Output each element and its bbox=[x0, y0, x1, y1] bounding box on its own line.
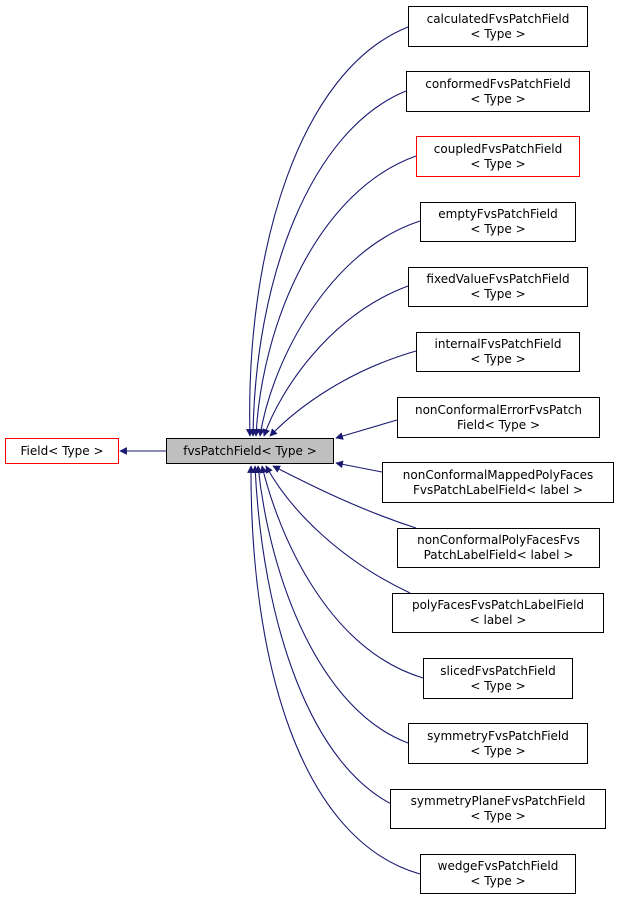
derived-nonconformalpolyfacesfvspatchlabelfield[interactable]: nonConformalPolyFacesFvs PatchLabelField… bbox=[397, 528, 600, 568]
derived-emptyfvspatchfield[interactable]: emptyFvsPatchField < Type > bbox=[420, 202, 576, 242]
node-label-line2: < Type > bbox=[470, 678, 526, 693]
node-label-line1: nonConformalMappedPolyFaces bbox=[402, 467, 594, 482]
derived-coupledfvspatchfield[interactable]: coupledFvsPatchField < Type > bbox=[416, 136, 580, 177]
node-label-line2: < Type > bbox=[470, 352, 526, 366]
node-label-line1: polyFacesFvsPatchLabelField bbox=[411, 598, 585, 612]
node-label-line2: < Type > bbox=[470, 743, 526, 758]
derived-conformedfvspatchfield[interactable]: conformedFvsPatchField < Type > bbox=[406, 71, 590, 112]
node-label-line2: < Type > bbox=[470, 26, 526, 41]
node-label-line2: PatchLabelField< label > bbox=[423, 548, 574, 562]
derived-fixedvaluefvspatchfield[interactable]: fixedValueFvsPatchField < Type > bbox=[408, 267, 588, 307]
node-label-line1: calculatedFvsPatchField bbox=[426, 11, 570, 26]
node-label-line2: < Type > bbox=[470, 287, 526, 301]
derived-symmetryplanefvspatchfield[interactable]: symmetryPlaneFvsPatchField < Type > bbox=[390, 789, 606, 829]
derived-wedgefvspatchfield[interactable]: wedgeFvsPatchField < Type > bbox=[420, 854, 576, 894]
derived-internalfvspatchfield[interactable]: internalFvsPatchField < Type > bbox=[416, 332, 580, 372]
base-class-field[interactable]: Field< Type > bbox=[5, 438, 119, 464]
node-label-line1: slicedFvsPatchField bbox=[440, 663, 556, 678]
node-label-line1: fixedValueFvsPatchField bbox=[426, 272, 570, 286]
focus-class-label: fvsPatchField< Type > bbox=[183, 443, 317, 458]
node-label-line1: wedgeFvsPatchField bbox=[437, 859, 559, 873]
node-label-line1: nonConformalErrorFvsPatch bbox=[414, 402, 582, 417]
derived-calculatedfvspatchfield[interactable]: calculatedFvsPatchField < Type > bbox=[408, 6, 588, 47]
node-label-line1: symmetryPlaneFvsPatchField bbox=[410, 794, 586, 808]
node-label-line1: symmetryFvsPatchField bbox=[427, 728, 569, 743]
node-label-line1: coupledFvsPatchField bbox=[433, 141, 563, 156]
derived-polyfacesfvspatchlabelfield[interactable]: polyFacesFvsPatchLabelField < label > bbox=[392, 593, 604, 633]
derived-nonconformalmappedpolyfacesfvspatchlabelfield[interactable]: nonConformalMappedPolyFaces FvsPatchLabe… bbox=[382, 462, 614, 503]
node-label-line2: FvsPatchLabelField< label > bbox=[412, 482, 584, 497]
derived-nonconformalerrorfvspatchfield[interactable]: nonConformalErrorFvsPatch Field< Type > bbox=[397, 397, 600, 438]
node-label-line1: emptyFvsPatchField bbox=[438, 207, 558, 221]
node-label-line2: < Type > bbox=[470, 874, 526, 888]
node-label-line2: < Type > bbox=[470, 809, 526, 823]
node-label-line2: < Type > bbox=[470, 91, 526, 106]
focus-class-fvspatchfield: fvsPatchField< Type > bbox=[166, 438, 334, 464]
base-class-label: Field< Type > bbox=[20, 443, 104, 458]
node-label-line1: conformedFvsPatchField bbox=[425, 76, 571, 91]
node-label-line1: nonConformalPolyFacesFvs bbox=[417, 533, 580, 547]
node-label-line2: < label > bbox=[469, 613, 527, 627]
node-label-line2: < Type > bbox=[470, 156, 526, 171]
node-label-line1: internalFvsPatchField bbox=[434, 337, 562, 351]
derived-slicedfvspatchfield[interactable]: slicedFvsPatchField < Type > bbox=[423, 658, 573, 699]
node-label-line2: < Type > bbox=[470, 222, 526, 236]
node-label-line2: Field< Type > bbox=[457, 417, 540, 432]
derived-symmetryfvspatchfield[interactable]: symmetryFvsPatchField < Type > bbox=[408, 723, 588, 764]
